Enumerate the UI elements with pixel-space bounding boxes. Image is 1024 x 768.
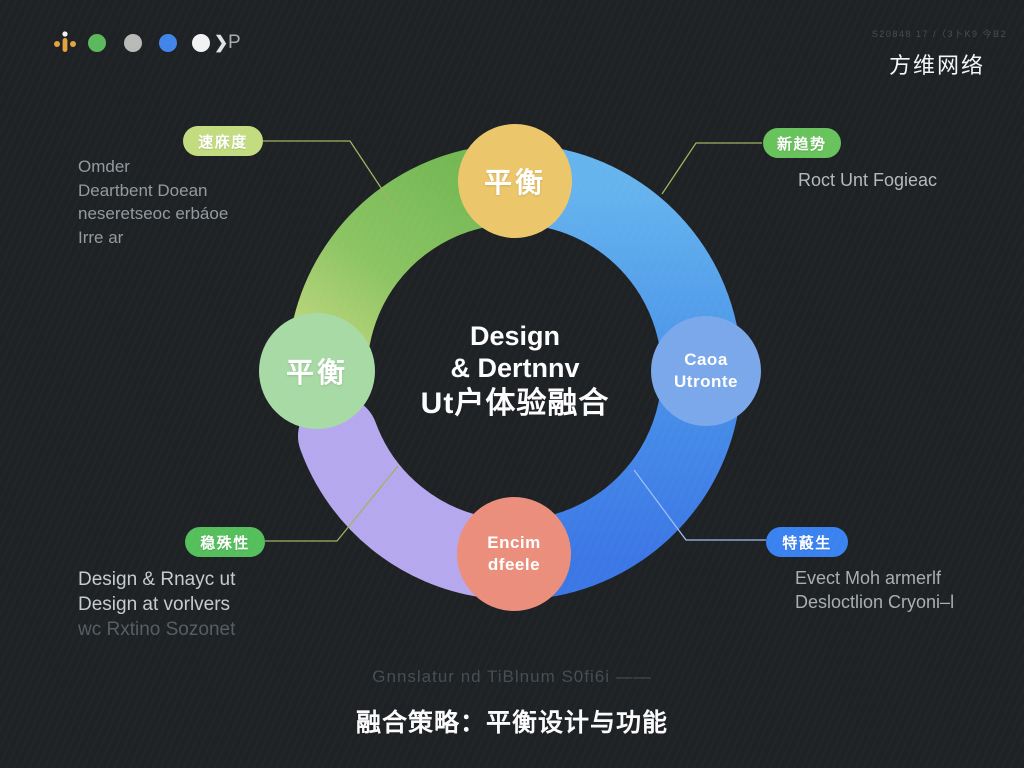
text-line: Caoa <box>684 350 728 369</box>
center-text: Design & Dertnnv Ut户体验融合 <box>355 320 675 424</box>
pill-top-left: 速庥度 <box>183 126 263 156</box>
p-mark: P <box>228 32 241 53</box>
text-line: dfeele <box>487 555 541 574</box>
text-line: Omder <box>78 157 130 176</box>
text-line: Design <box>469 321 561 351</box>
page-title: 融合策略：平衡设计与功能 <box>355 709 668 737</box>
connector-bottom-left <box>265 465 399 542</box>
logo-icon <box>54 31 76 52</box>
callout-top-left-text: Omder Deartbent Doean neseretseoc erbáoe… <box>78 155 228 249</box>
text-line: wc Rxtino Sozonet <box>78 619 236 640</box>
callout-bottom-right-text: Evect Moh armerlf Desloctlion Cryoni–l <box>795 566 954 614</box>
green-dot-icon <box>88 34 106 52</box>
text-line: Design at vorlvers <box>78 594 231 615</box>
text-line: Desloctlion Cryoni–l <box>795 592 955 612</box>
text-line: Ut户体验融合 <box>420 387 610 420</box>
connector-top-right <box>661 142 762 195</box>
brand-text: 方维网络 <box>888 53 985 78</box>
callout-top-right-text: Roct Unt Fogieac <box>798 170 937 191</box>
text-line: Evect Moh armerlf <box>795 568 942 588</box>
pill-bottom-left: 稳殊性 <box>185 527 265 557</box>
white-dot-icon <box>192 34 210 52</box>
text-line: & Dertnnv <box>450 353 580 383</box>
chevron-right-icon: ❯ <box>214 33 229 52</box>
callout-bottom-left-text: Design & Rnayc ut Design at vorlvers wc … <box>78 567 235 642</box>
connector-bottom-right <box>633 469 766 541</box>
node-circle-left <box>259 313 375 429</box>
text-line: Deartbent Doean <box>78 180 208 200</box>
blue-dot-icon <box>159 34 177 52</box>
text-line: Irre ar <box>78 227 124 247</box>
text-line: Design & Rnayc ut <box>78 569 236 590</box>
node-label-bottom: Encim dfeele <box>457 497 571 611</box>
node-label-top: 平衡 <box>483 167 546 198</box>
node-circle-right <box>651 316 761 426</box>
text-line: Encim <box>487 533 541 552</box>
node-circle-top <box>458 124 572 238</box>
connector-top-left <box>263 140 398 213</box>
pill-bottom-right: 特蔎生 <box>766 527 848 557</box>
text-line: Utronte <box>674 372 738 391</box>
footnote-text: Gnnslatur nd TiBlnum S0fi6i —— <box>372 667 652 686</box>
node-circle-bottom <box>457 497 571 611</box>
text-line: Roct Unt Fogieac <box>798 170 938 190</box>
node-label-left: 平衡 <box>285 357 348 388</box>
node-label-right: Caoa Utronte <box>651 316 761 426</box>
gray-dot-icon <box>124 34 142 52</box>
meta-text: S20848 17 /（3卜K9 今B2 <box>871 29 1007 39</box>
pill-top-right: 新趋势 <box>763 128 841 158</box>
text-line: neseretseoc erbáoe <box>78 204 229 223</box>
